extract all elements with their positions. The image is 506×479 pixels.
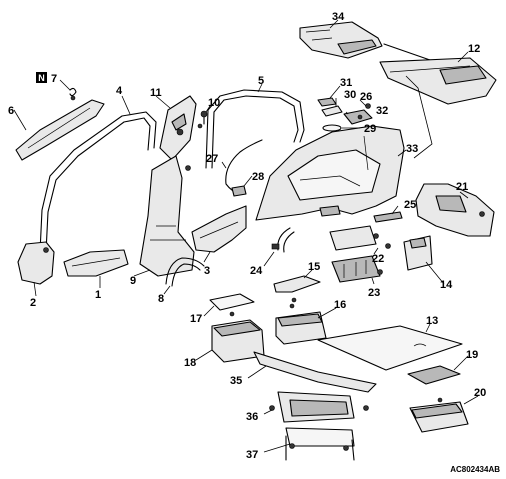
callout-36: 36 bbox=[246, 411, 258, 423]
callout-labels: 1 2 3 4 5 6 7 8 9 10 11 12 13 14 15 16 1… bbox=[8, 11, 486, 461]
callout-11: 11 bbox=[150, 87, 162, 99]
part-25-strip bbox=[373, 211, 403, 223]
part-2-corner-trim bbox=[17, 241, 55, 285]
part-8-strip bbox=[165, 257, 205, 287]
part-1-scuff-plate bbox=[63, 249, 129, 277]
part-21-rear-panel bbox=[415, 183, 495, 237]
part-14-cover bbox=[403, 235, 433, 271]
part-29-washer bbox=[322, 124, 342, 132]
part-32-hook bbox=[343, 109, 373, 125]
callout-19: 19 bbox=[466, 349, 478, 361]
callout-7: 7 bbox=[51, 73, 57, 85]
part-11-b-pillar-upper bbox=[159, 95, 197, 161]
callout-37: 37 bbox=[246, 449, 258, 461]
callout-14: 14 bbox=[440, 279, 453, 291]
leader-lines bbox=[13, 19, 479, 453]
part-26-clip bbox=[365, 103, 371, 109]
part-23-bracket bbox=[331, 255, 383, 283]
part-20-storage-tray bbox=[409, 397, 469, 433]
part-28-connector bbox=[231, 185, 247, 197]
callout-33: 33 bbox=[406, 143, 418, 155]
callout-29: 29 bbox=[364, 123, 376, 135]
note-marker: N bbox=[36, 72, 47, 83]
part-5-weatherstrip bbox=[205, 89, 305, 169]
part-18-storage-box bbox=[211, 319, 265, 363]
figure-reference-code: AC802434AB bbox=[450, 465, 500, 474]
callout-23: 23 bbox=[368, 287, 380, 299]
part-10-fastener bbox=[197, 110, 208, 129]
part-15-trim bbox=[273, 275, 321, 303]
part-33-quarter-trim bbox=[255, 125, 405, 221]
callout-4: 4 bbox=[116, 85, 123, 97]
callout-12: 12 bbox=[468, 43, 480, 55]
callout-28: 28 bbox=[252, 171, 264, 183]
part-34-upper-trim bbox=[299, 21, 383, 59]
callout-34: 34 bbox=[332, 11, 345, 23]
callout-13: 13 bbox=[426, 315, 438, 327]
callout-25: 25 bbox=[404, 199, 416, 211]
callout-27: 27 bbox=[206, 153, 218, 165]
callout-30: 30 bbox=[344, 89, 356, 101]
part-19-lid bbox=[407, 365, 461, 385]
callout-1: 1 bbox=[95, 289, 101, 301]
callout-20: 20 bbox=[474, 387, 486, 399]
callout-3: 3 bbox=[204, 265, 210, 277]
callout-32: 32 bbox=[376, 105, 388, 117]
part-30-bracket bbox=[321, 105, 343, 117]
callout-2: 2 bbox=[30, 297, 36, 309]
callout-16: 16 bbox=[334, 299, 346, 311]
callout-17: 17 bbox=[190, 313, 202, 325]
part-37-bracket bbox=[285, 427, 355, 461]
callout-6: 6 bbox=[8, 105, 14, 117]
callout-26: 26 bbox=[360, 91, 372, 103]
callout-8: 8 bbox=[158, 293, 164, 305]
part-22-bracket bbox=[329, 225, 391, 251]
part-24-tube bbox=[271, 227, 295, 253]
callout-10: 10 bbox=[208, 97, 220, 109]
callout-24: 24 bbox=[250, 265, 263, 277]
part-36-sill-trim bbox=[269, 391, 369, 423]
part-17-lid bbox=[209, 293, 255, 317]
callout-21: 21 bbox=[456, 181, 468, 193]
callout-9: 9 bbox=[130, 275, 136, 287]
part-7-clip bbox=[69, 87, 77, 101]
part-13-floor-board bbox=[317, 325, 463, 371]
part-3-rear-trim bbox=[191, 205, 247, 253]
part-6-pillar-trim bbox=[15, 99, 105, 161]
part-31-bracket bbox=[317, 97, 337, 107]
part-35-strip bbox=[253, 351, 377, 393]
callout-18: 18 bbox=[184, 357, 196, 369]
callout-5: 5 bbox=[258, 75, 264, 87]
part-12-parcel-shelf bbox=[379, 43, 497, 105]
callout-15: 15 bbox=[308, 261, 320, 273]
part-4-weatherstrip bbox=[39, 111, 157, 253]
callout-22: 22 bbox=[372, 253, 384, 265]
callout-35: 35 bbox=[230, 375, 242, 387]
note-marker-symbol: N bbox=[38, 73, 45, 83]
part-16-storage-box bbox=[275, 303, 327, 345]
callout-31: 31 bbox=[340, 77, 352, 89]
